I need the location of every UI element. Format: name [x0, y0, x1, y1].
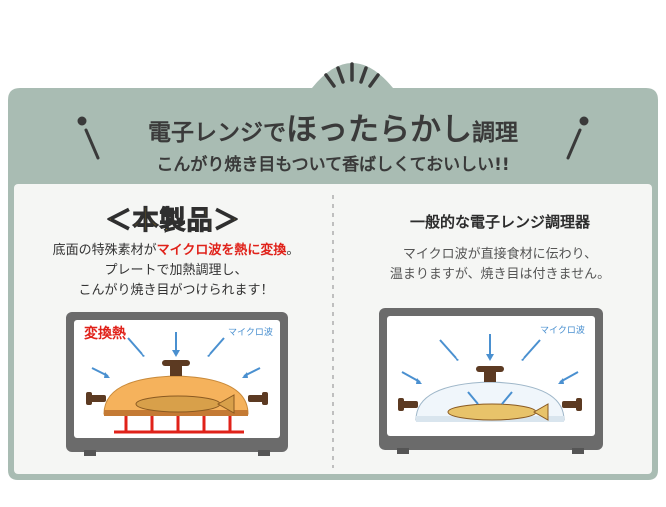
conventional-description: マイクロ波が直接食材に伝わり、 温まりますが、焼き目は付きません。 — [350, 245, 650, 285]
title-accent-left-icon — [77, 116, 100, 160]
title-part-2: ほったらかし — [286, 112, 472, 148]
sunburst-icon — [324, 62, 380, 88]
product-desc-line-1: 底面の特殊素材がマイクロ波を熱に変換。 — [52, 243, 300, 258]
title-part-3: 調理 — [472, 120, 518, 146]
conventional-oven-illustration — [379, 308, 603, 454]
product-oven-illustration — [66, 312, 288, 456]
microwave-label-left: マイクロ波 — [228, 328, 273, 338]
conventional-heading: 一般的な電子レンジ調理器 — [409, 213, 590, 231]
product-desc-line-3: こんがり焼き目がつけられます！ — [78, 283, 274, 298]
title-accent-right-icon — [566, 116, 589, 160]
page-title: 電子レンジでほったらかし調理 — [0, 104, 666, 149]
microwave-label-right: マイクロ波 — [540, 326, 585, 336]
title-part-1: 電子レンジで — [148, 120, 286, 146]
product-desc-line-2: プレートで加熱調理し、 — [104, 263, 248, 278]
product-heading: ＜本製品＞ — [105, 206, 241, 237]
highlight-text: マイクロ波を熱に変換 — [156, 243, 287, 258]
conventional-desc-line-1: マイクロ波が直接食材に伝わり、 — [402, 247, 598, 262]
product-description: 底面の特殊素材がマイクロ波を熱に変換。 プレートで加熱調理し、 こんがり焼き目が… — [20, 241, 332, 301]
heat-label: 変換熱 — [84, 326, 126, 342]
conventional-desc-line-2: 温まりますが、焼き目は付きません。 — [389, 267, 611, 282]
page-subtitle: こんがり焼き目もついて香ばしくておいしい!! — [156, 155, 510, 175]
